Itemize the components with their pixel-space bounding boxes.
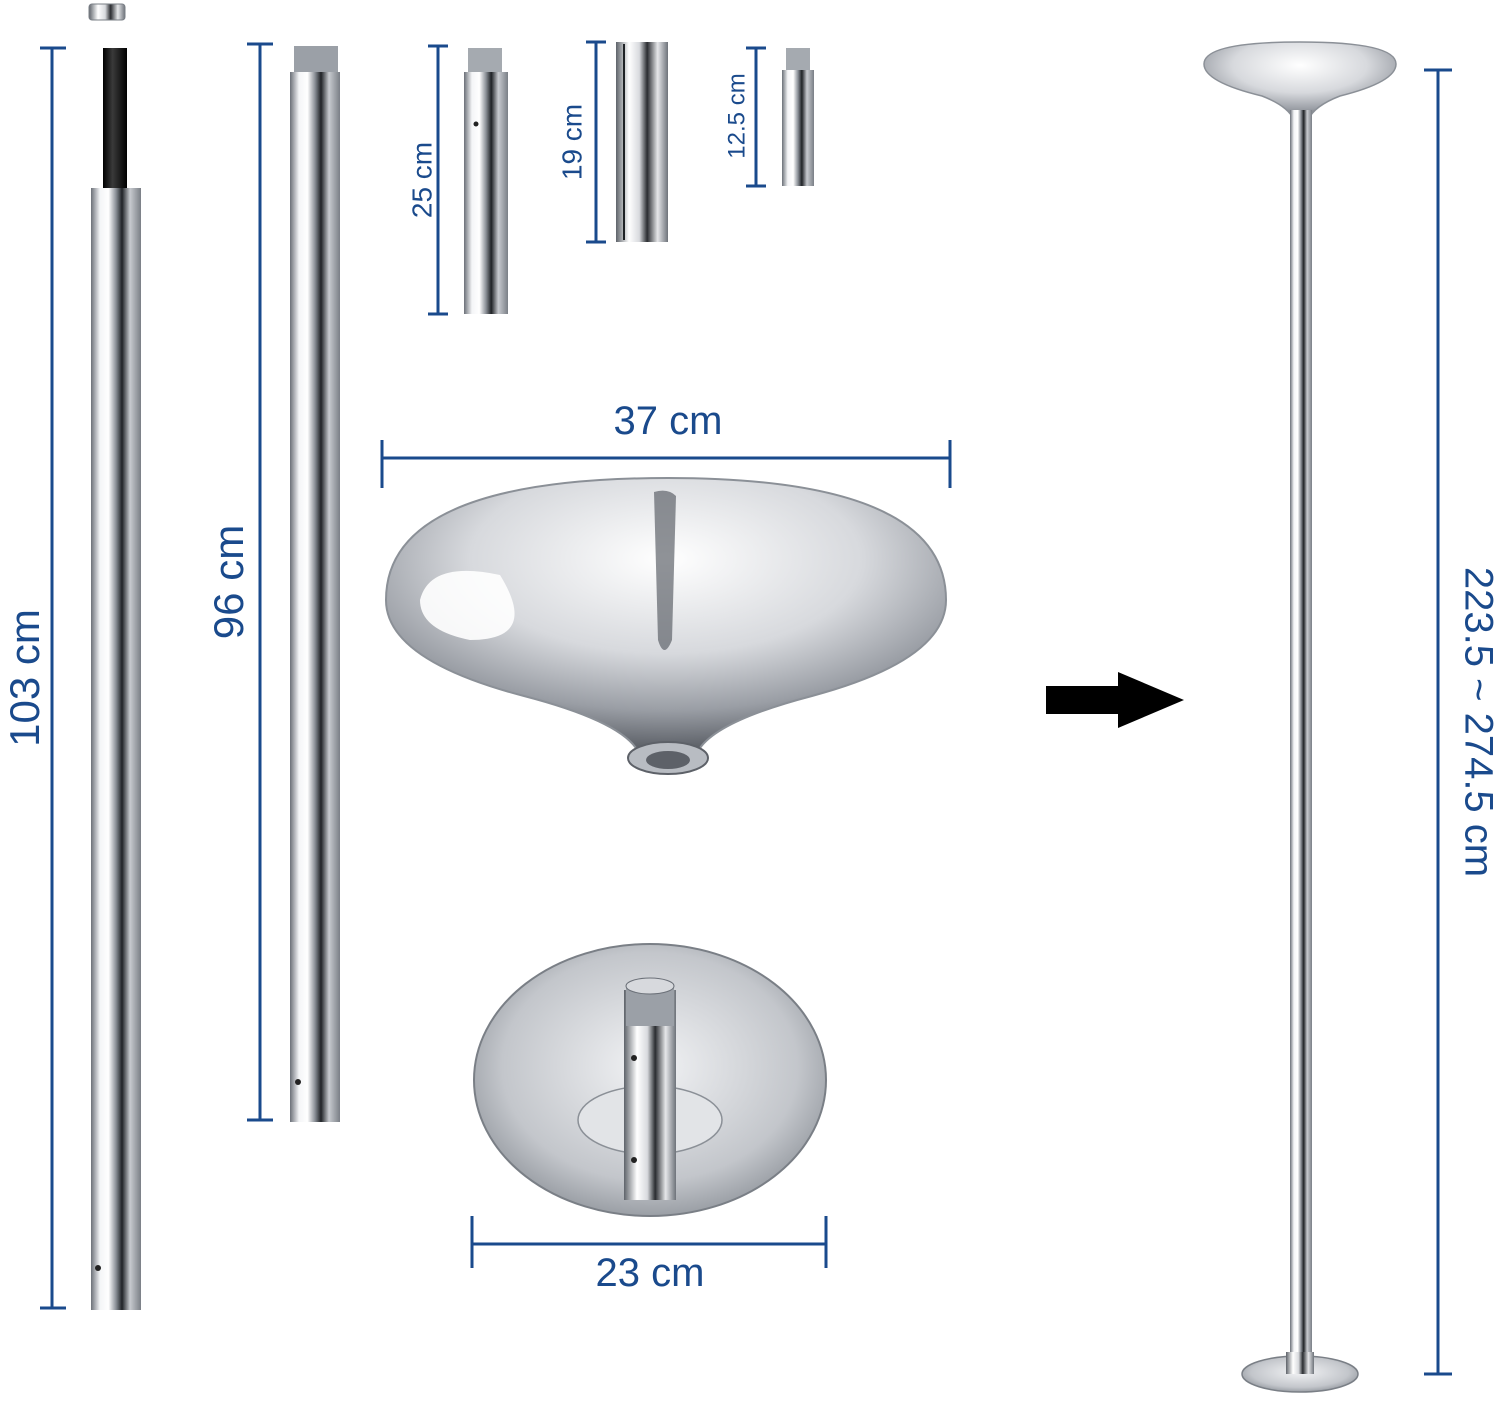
part-extension-12-5 <box>782 48 814 186</box>
dim-96-label: 96 cm <box>205 525 252 639</box>
threaded-rod <box>103 48 127 188</box>
pin-hole <box>631 1055 637 1061</box>
dome-collar-inner <box>646 751 690 769</box>
dim-37-label: 37 cm <box>614 399 723 443</box>
pin-hole <box>473 121 479 127</box>
pole-96-thread <box>294 46 338 72</box>
ext-12-thread <box>786 48 810 70</box>
part-assembled-pole <box>1203 41 1397 1393</box>
dim-12-5: 12.5 cm <box>723 46 766 188</box>
dim-25: 25 cm <box>406 44 448 316</box>
dim-103: 103 cm <box>1 46 66 1310</box>
assembled-base-collar <box>1286 1352 1314 1374</box>
pin-hole <box>631 1157 637 1163</box>
base-post-top <box>625 977 675 995</box>
ext-25-tube <box>464 72 508 314</box>
part-extension-25 <box>464 48 508 314</box>
dim-total-label: 223.5 ~ 274.5 cm <box>1456 567 1500 877</box>
dim-12-label: 12.5 cm <box>723 73 750 158</box>
ext-12-tube <box>782 70 814 186</box>
right-arrow-icon <box>1046 672 1184 728</box>
dim-37: 37 cm <box>380 399 952 488</box>
dim-23-label: 23 cm <box>596 1251 705 1295</box>
dim-19: 19 cm <box>556 40 606 244</box>
dome-reflection <box>654 490 676 650</box>
part-extension-19 <box>616 42 668 242</box>
dim-103-label: 103 cm <box>1 609 48 747</box>
part-pole-103 <box>88 3 141 1310</box>
dim-25-label: 25 cm <box>406 142 437 218</box>
dim-23: 23 cm <box>470 1216 828 1295</box>
assembled-dome <box>1203 41 1397 121</box>
pole-103-tube <box>91 188 141 1310</box>
dome-highlight <box>420 570 515 640</box>
ext-25-thread <box>468 48 502 72</box>
part-ceiling-dome <box>384 476 948 775</box>
part-pole-96 <box>290 46 340 1122</box>
dim-19-label: 19 cm <box>556 104 587 180</box>
dim-total: 223.5 ~ 274.5 cm <box>1424 68 1500 1376</box>
pin-hole <box>95 1265 101 1271</box>
dim-96: 96 cm <box>205 42 273 1122</box>
pole-96-tube <box>290 72 340 1122</box>
assembled-tube <box>1290 110 1312 1374</box>
top-cap-ring <box>88 3 126 21</box>
part-floor-base <box>473 943 827 1217</box>
pin-hole <box>295 1079 301 1085</box>
